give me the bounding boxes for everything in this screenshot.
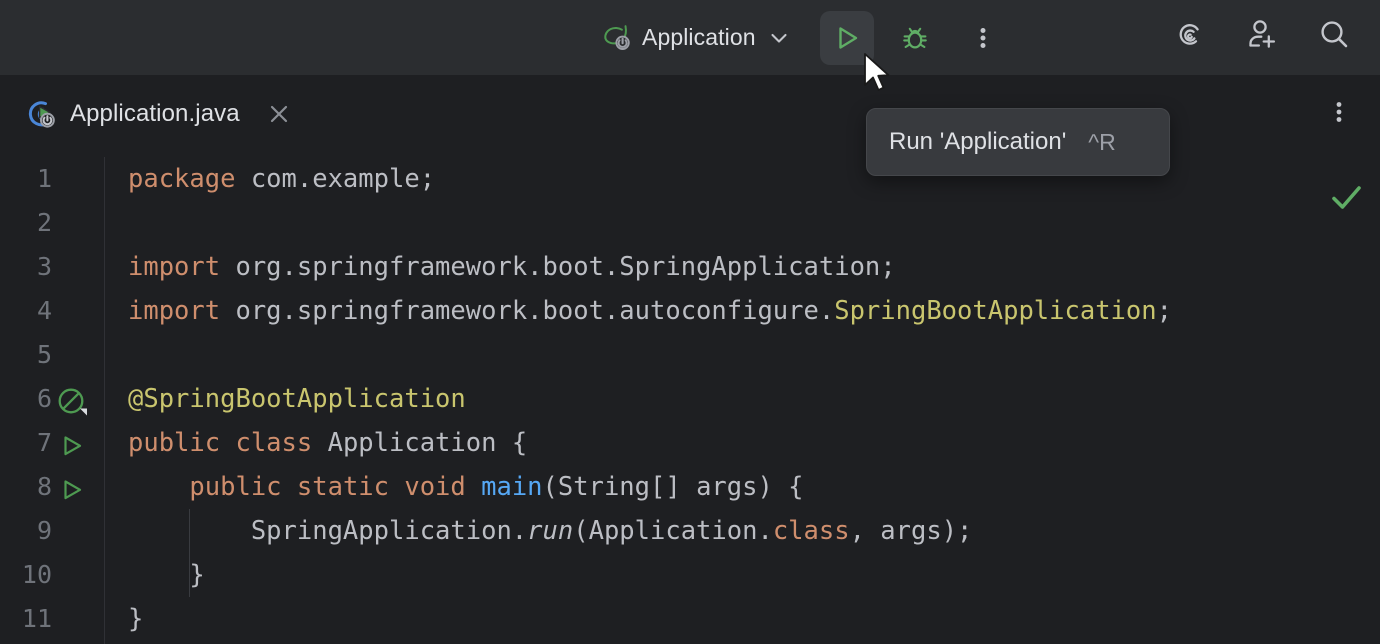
line-text: import org.springframework.boot.autoconf…: [128, 289, 1172, 333]
code-line[interactable]: 6 @SpringBootApplication: [0, 377, 1380, 421]
editor-tab-application-java[interactable]: Application.java: [0, 75, 294, 153]
code-token: run: [527, 516, 574, 546]
more-actions-button[interactable]: [956, 11, 1010, 65]
line-number: 8: [36, 472, 52, 501]
run-gutter-icon[interactable]: [56, 430, 88, 462]
spring-bean-icon[interactable]: [56, 386, 88, 418]
java-class-runnable-icon: [24, 97, 58, 131]
code-line[interactable]: 10 }: [0, 553, 1380, 597]
code-token: SpringBootApplication: [834, 296, 1157, 326]
code-token: Application {: [312, 428, 528, 458]
more-vertical-icon: [1324, 97, 1354, 132]
debug-button[interactable]: [888, 11, 942, 65]
code-token: SpringApplication.: [128, 516, 528, 546]
ai-assistant-button[interactable]: [1168, 16, 1212, 60]
editor-tab-bar: Application.java: [0, 75, 1380, 232]
line-number: 6: [36, 384, 52, 413]
add-user-icon: [1241, 14, 1283, 61]
code-token: org.springframework.boot.autoconfigure.: [220, 296, 835, 326]
code-token: import: [128, 252, 221, 282]
code-editor[interactable]: 1 package com.example; 2 3 import org.spring…: [0, 157, 1380, 644]
line-text: }: [128, 597, 143, 641]
tooltip-title: Run 'Application': [889, 128, 1067, 155]
code-token: public static void: [189, 472, 466, 502]
line-number: 5: [36, 340, 52, 369]
code-token: }: [128, 560, 205, 590]
tooltip-shortcut: ^R: [1088, 128, 1116, 155]
line-number: 11: [21, 604, 52, 633]
inspection-status-badge[interactable]: [1326, 177, 1366, 217]
line-text: public class Application {: [128, 421, 527, 465]
line-number: 9: [36, 516, 52, 545]
code-token: [128, 472, 189, 502]
line-number: 4: [36, 296, 52, 325]
code-line[interactable]: 7 public class Application {: [0, 421, 1380, 465]
code-line[interactable]: 4 import org.springframework.boot.autocon…: [0, 289, 1380, 333]
line-text: package com.example;: [128, 157, 435, 201]
ai-assistant-icon: [1169, 14, 1211, 61]
code-token: (Application.: [573, 516, 773, 546]
close-icon[interactable]: [264, 99, 294, 129]
code-line[interactable]: 9 SpringApplication.run(Application.clas…: [0, 509, 1380, 553]
run-button[interactable]: [819, 10, 874, 65]
code-token: main: [481, 472, 543, 502]
code-token: , args);: [849, 516, 973, 546]
run-triangle-icon: [830, 21, 864, 55]
search-everywhere-button[interactable]: [1312, 16, 1356, 60]
run-gutter-icon[interactable]: [56, 474, 88, 506]
debug-bug-icon: [898, 21, 932, 55]
code-token: import: [128, 296, 221, 326]
line-number: 10: [21, 560, 52, 589]
line-text: SpringApplication.run(Application.class,…: [128, 509, 973, 553]
code-token: org.springframework.boot.SpringApplicati…: [220, 252, 896, 282]
code-line[interactable]: 3 import org.springframework.boot.SpringA…: [0, 245, 1380, 289]
spring-boot-leaf-icon: [602, 23, 632, 53]
run-widget: Application: [596, 0, 1010, 75]
line-text: public static void main(String[] args) {: [128, 465, 804, 509]
editor-tab-label: Application.java: [70, 100, 240, 127]
code-token: (String[] args) {: [542, 472, 804, 502]
code-lines[interactable]: 1 package com.example; 2 3 import org.spring…: [0, 157, 1380, 644]
code-token: @SpringBootApplication: [128, 384, 466, 414]
code-token: class: [772, 516, 850, 546]
run-configuration-name: Application: [642, 24, 756, 50]
line-text: import org.springframework.boot.SpringAp…: [128, 245, 896, 289]
chevron-down-icon[interactable]: [768, 27, 790, 49]
run-configuration-selector[interactable]: Application: [596, 15, 798, 61]
code-token: [466, 472, 481, 502]
code-token: public class: [128, 428, 313, 458]
code-token: com.example;: [235, 164, 436, 194]
code-line[interactable]: 1 package com.example;: [0, 157, 1380, 201]
more-vertical-icon: [968, 23, 998, 53]
code-line[interactable]: 5: [0, 333, 1380, 377]
toolbar-right-icons: [1168, 0, 1366, 75]
line-number: 3: [36, 252, 52, 281]
main-toolbar: Application: [0, 0, 1380, 75]
line-text: @SpringBootApplication: [128, 377, 466, 421]
code-line[interactable]: 2: [0, 201, 1380, 245]
search-icon: [1313, 14, 1355, 61]
line-number: 7: [36, 428, 52, 457]
code-token: package: [128, 164, 236, 194]
code-line[interactable]: 8 public static void main(String[] args)…: [0, 465, 1380, 509]
run-button-tooltip: Run 'Application' ^R: [866, 108, 1170, 176]
line-number: 2: [36, 208, 52, 237]
code-token: ;: [1156, 296, 1172, 326]
indent-guide: [189, 509, 190, 597]
line-number: 1: [36, 164, 52, 193]
line-text: }: [128, 553, 205, 597]
code-with-me-button[interactable]: [1240, 16, 1284, 60]
tab-list-options-button[interactable]: [1324, 75, 1354, 153]
code-line[interactable]: 11}: [0, 597, 1380, 641]
code-token: }: [128, 604, 144, 634]
gutter-separator: [104, 157, 105, 644]
